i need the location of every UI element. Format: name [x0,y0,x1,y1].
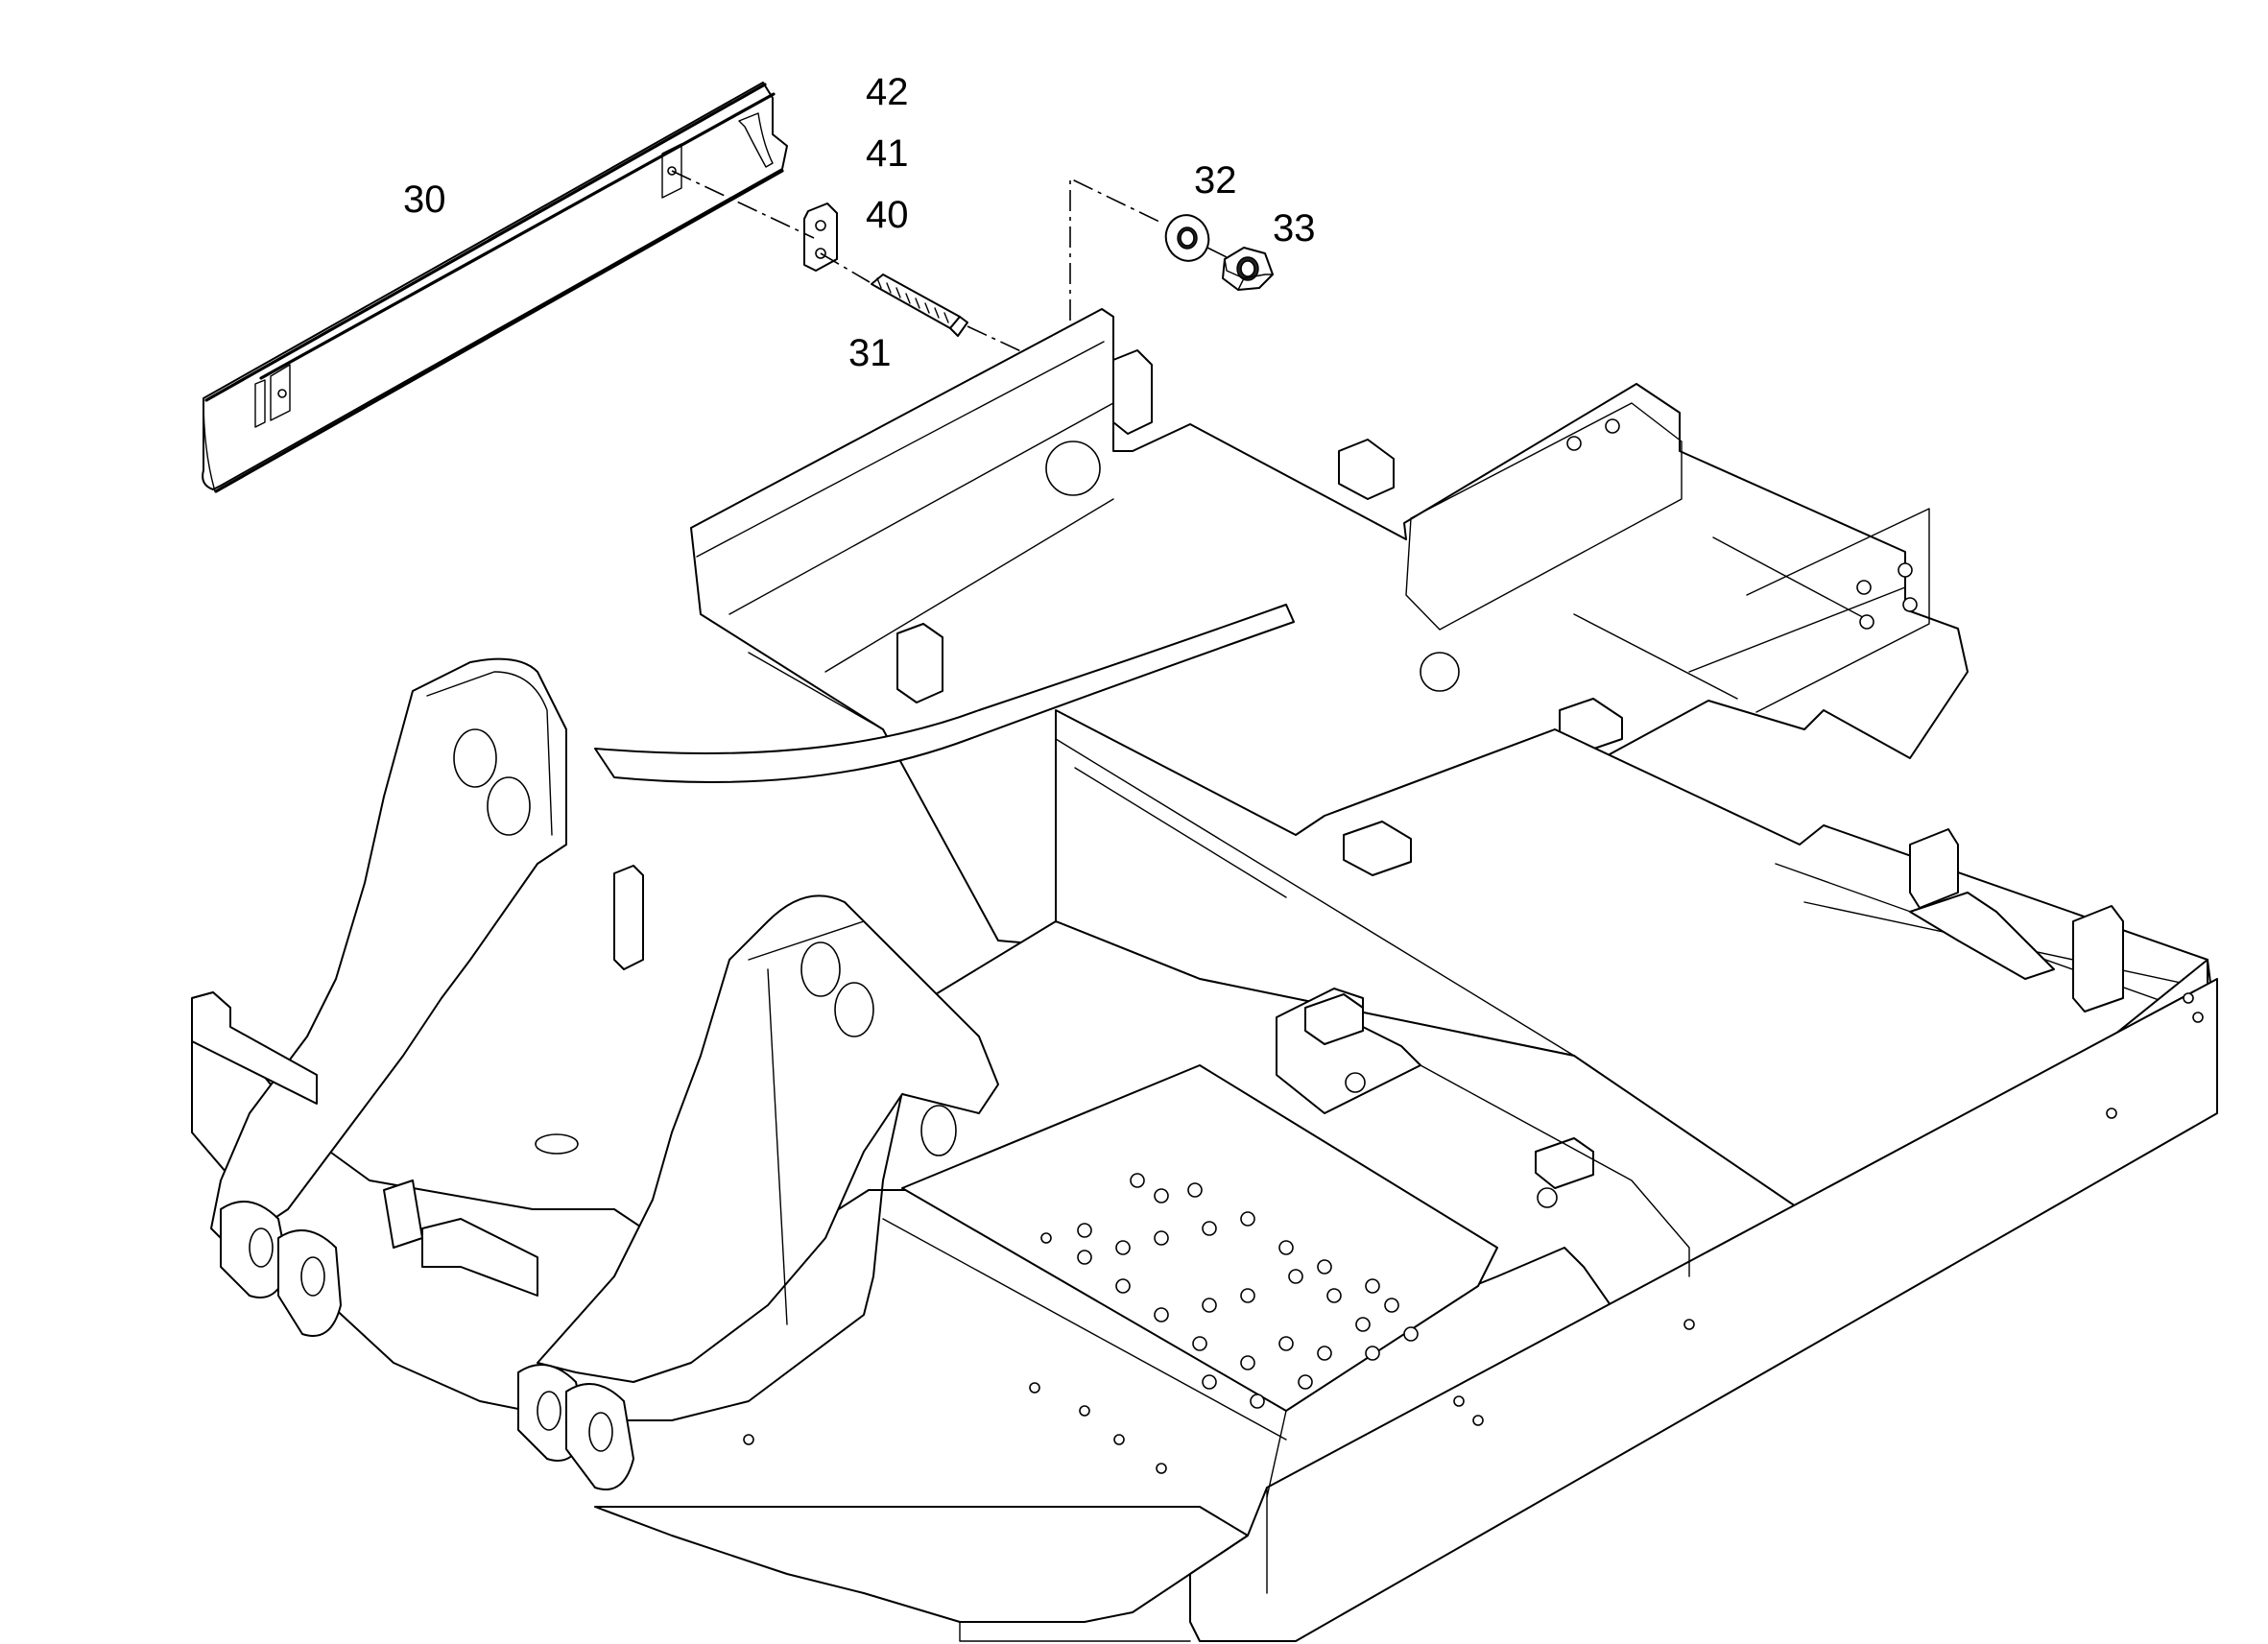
callout-40: 40 [866,194,909,236]
threaded-stud-part [871,274,968,337]
callout-30: 30 [403,179,446,221]
callout-42: 42 [866,71,909,113]
plate-part [803,203,838,272]
main-frame [191,308,2218,1642]
callout-32: 32 [1194,159,1237,202]
callout-41: 41 [866,132,909,175]
hex-nut-part [1222,247,1274,291]
callout-31: 31 [848,332,892,374]
cover-strip-part [202,82,788,493]
plate-holes [1040,1173,1419,1409]
washer-part [1164,214,1210,262]
callout-33: 33 [1273,207,1316,250]
